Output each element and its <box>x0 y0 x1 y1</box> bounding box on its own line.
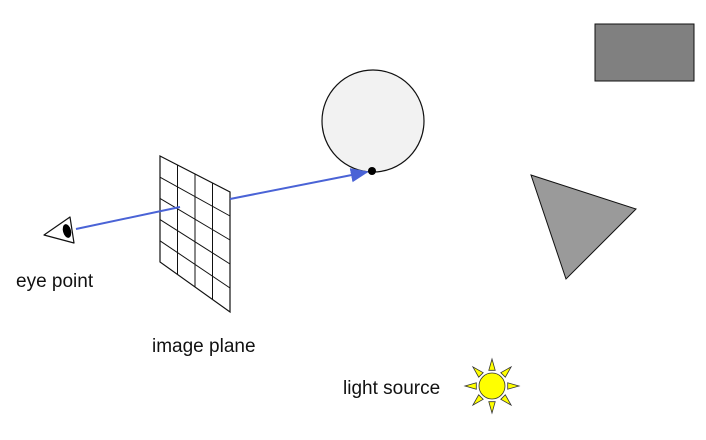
ray-plane-to-sphere <box>229 168 369 200</box>
ray-eye-to-plane <box>75 206 181 230</box>
sun-icon <box>463 357 521 415</box>
image-plane-label: image plane <box>152 336 256 357</box>
sun-ray <box>488 401 496 415</box>
rectangle-object <box>594 23 695 82</box>
sun-core <box>478 372 506 400</box>
sun-ray <box>500 394 513 407</box>
grid-row-line <box>159 197 231 241</box>
grid-row-line <box>159 240 231 289</box>
sun-ray <box>471 365 484 378</box>
sun-ray <box>507 382 521 390</box>
image-plane-grid <box>159 155 231 314</box>
sun-ray <box>488 357 496 371</box>
sun-ray <box>471 394 484 407</box>
sun-ray <box>500 365 513 378</box>
grid-row-line <box>159 176 231 217</box>
grid-row-line <box>159 219 231 265</box>
sphere-object <box>321 69 425 173</box>
intersection-point <box>368 167 376 175</box>
sun-ray <box>463 382 477 390</box>
eye-icon <box>43 216 75 244</box>
triangle-object <box>530 174 637 280</box>
eye-point-label: eye point <box>16 271 94 292</box>
image-plane-border <box>159 155 231 314</box>
light-source-label: light source <box>343 378 440 399</box>
